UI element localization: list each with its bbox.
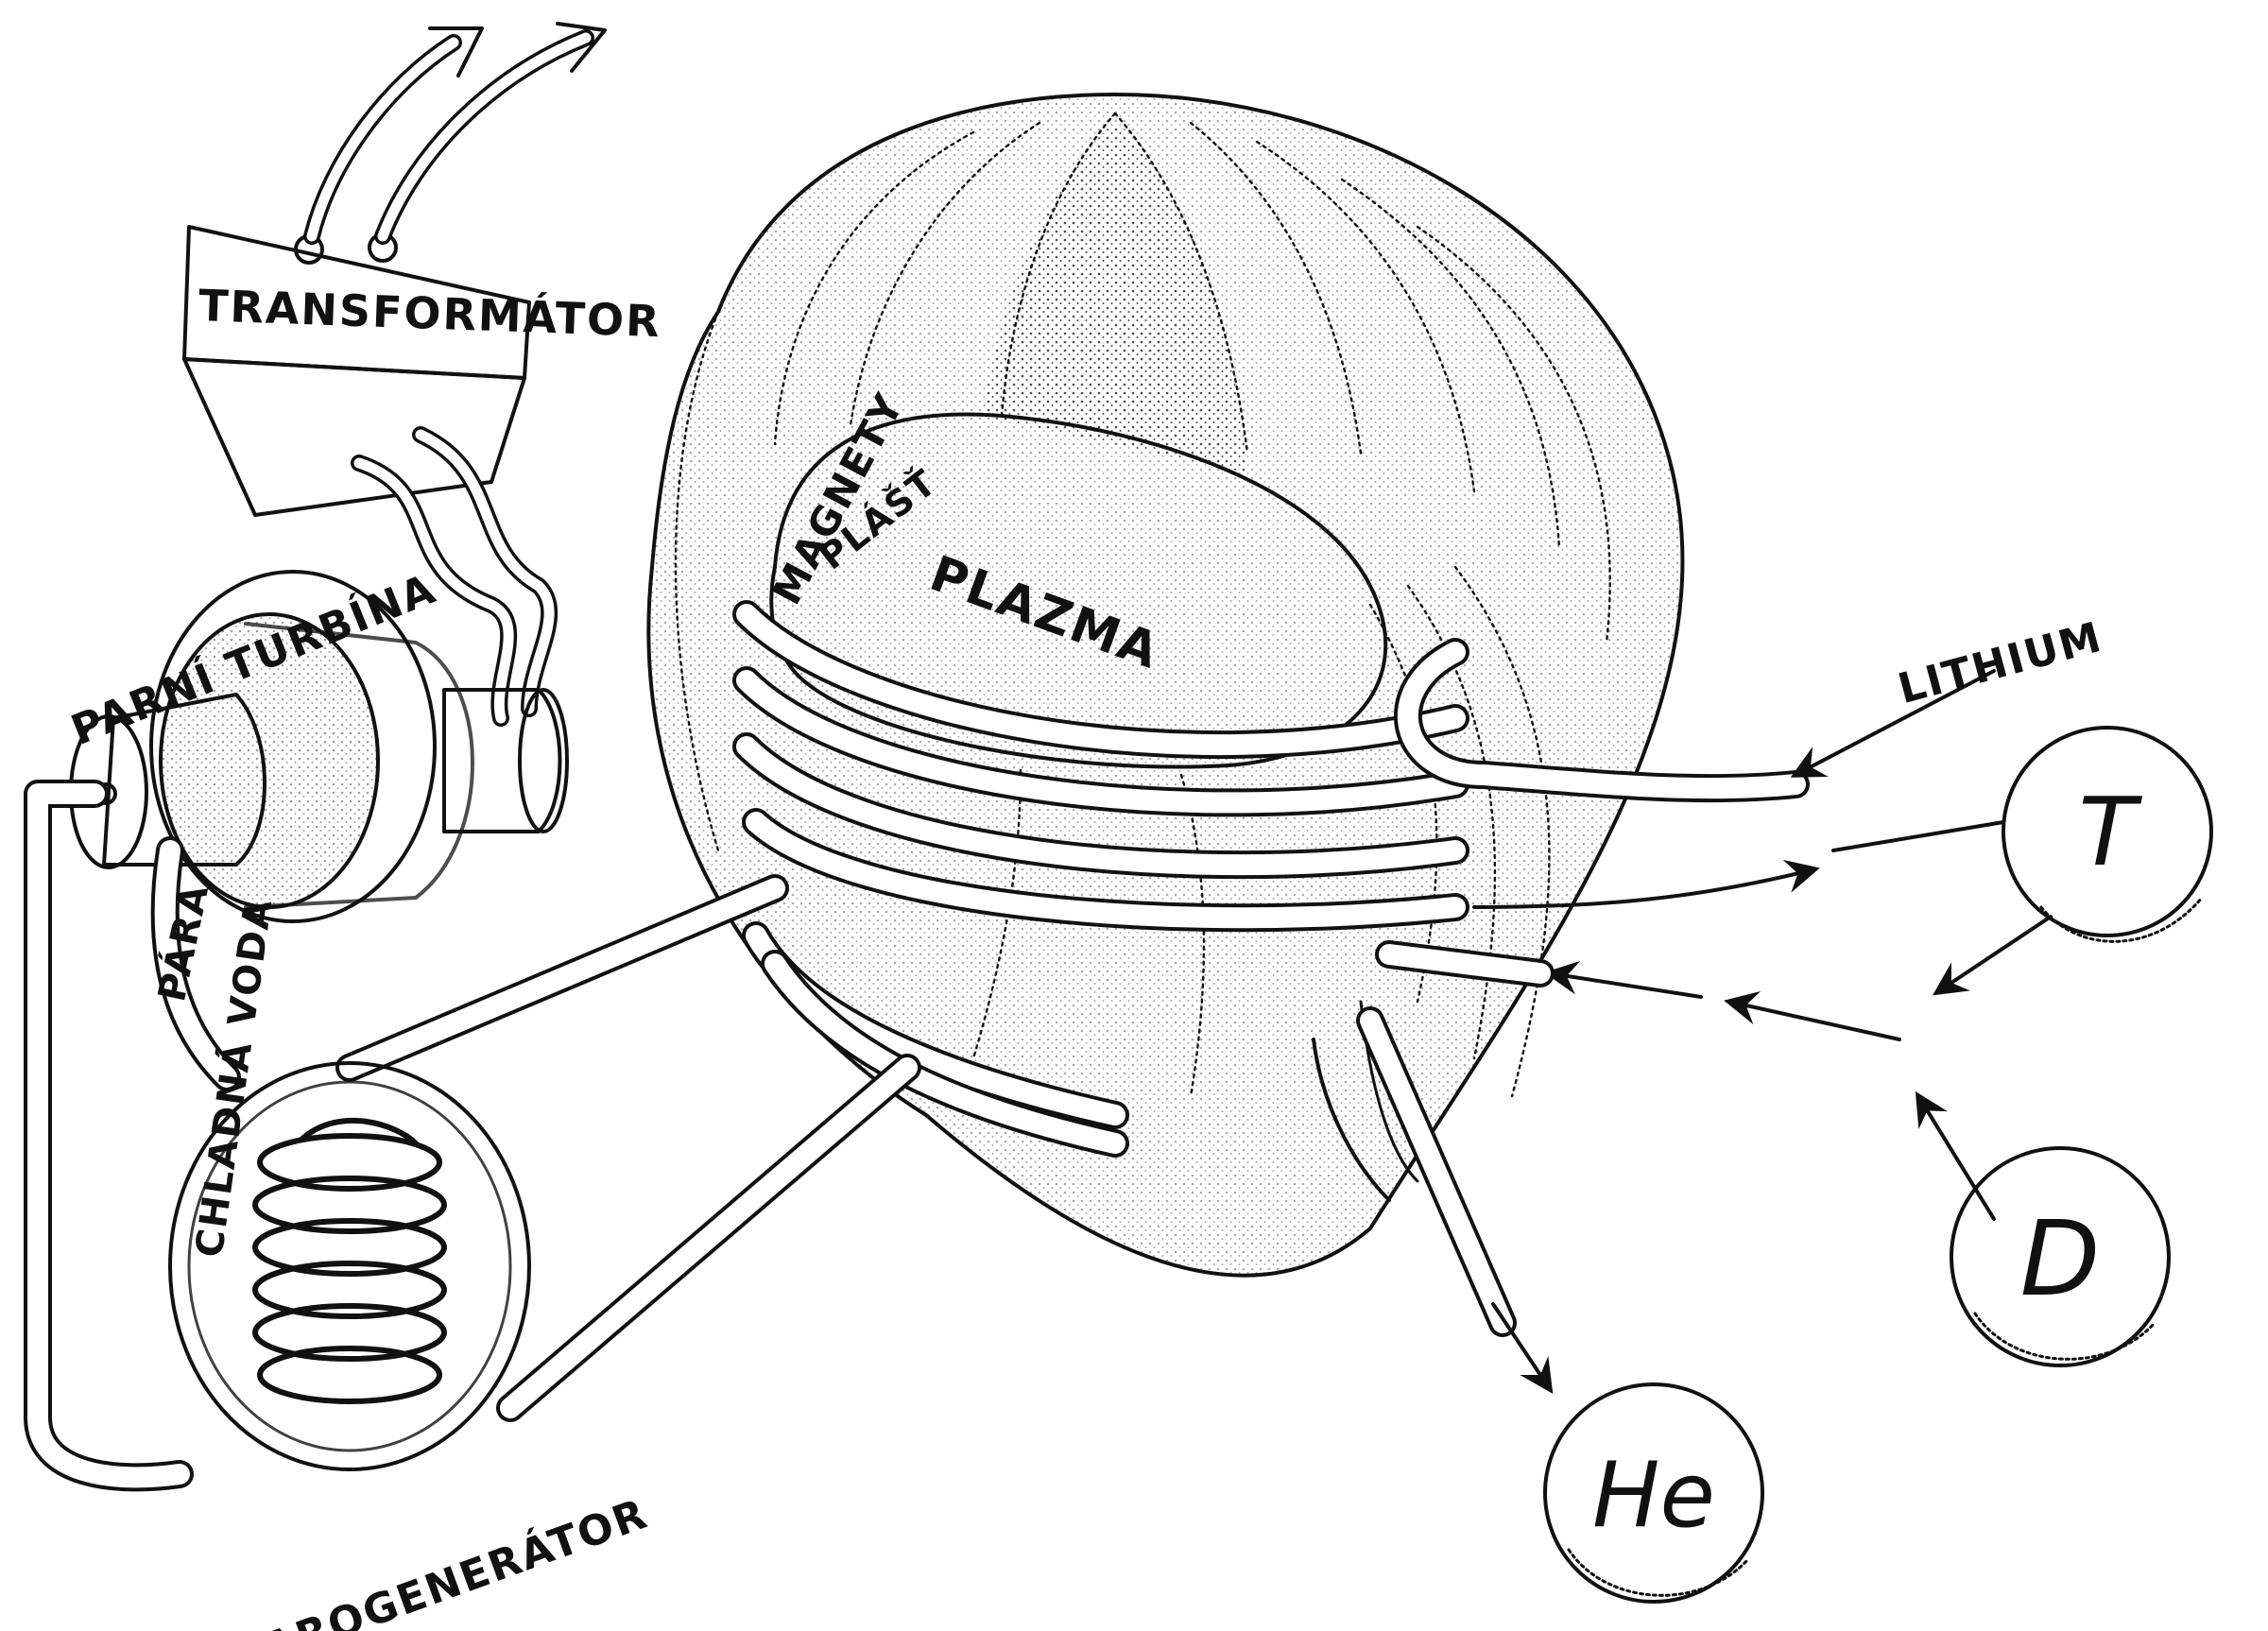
deuterium-node: D xyxy=(1950,1146,2171,1367)
deuterium-symbol: D xyxy=(2020,1198,2101,1319)
tritium-feed-arrow xyxy=(1933,915,2053,996)
deuterium-feed-arrow xyxy=(1915,1090,1996,1221)
steam-generator-label: PAROGENERÁTOR xyxy=(230,1488,654,1631)
tritium-symbol: T xyxy=(2078,777,2142,887)
lithium-arrow xyxy=(1790,669,1996,778)
output-arrow-1 xyxy=(428,26,484,77)
flow-lines xyxy=(335,669,2053,1422)
tritium-breed-arrow xyxy=(1472,859,1820,909)
fuel-inject-arrow xyxy=(1544,960,1703,999)
fuel-mix-arrow xyxy=(1724,990,1901,1041)
tritium-link xyxy=(1831,820,2005,852)
lithium-label: LITHIUM xyxy=(1893,613,2107,713)
transformer: TRANSFORMÁTOR xyxy=(182,22,662,727)
helium-symbol: He xyxy=(1592,1444,1715,1548)
helium-node: He xyxy=(1543,1382,1764,1604)
transformer-label: TRANSFORMÁTOR xyxy=(198,280,662,347)
steam-turbine: PARNÍ TURBÍNA xyxy=(64,563,569,923)
torus xyxy=(646,93,1685,1278)
transformer-base xyxy=(182,357,526,517)
helium-arrow xyxy=(1491,1302,1554,1394)
central-column xyxy=(983,123,1247,472)
coil xyxy=(252,1117,447,1404)
steam-generator: PÁRA CHLADNÁ VODA PAROGENERÁTOR xyxy=(24,780,654,1631)
torus-hole xyxy=(769,412,1388,769)
torus-shading xyxy=(648,94,1683,1276)
output-arrow-2 xyxy=(556,22,607,73)
tritium-node: T xyxy=(2002,726,2213,943)
blanket-pipes xyxy=(732,600,1810,1158)
turbine-blades xyxy=(244,622,474,909)
